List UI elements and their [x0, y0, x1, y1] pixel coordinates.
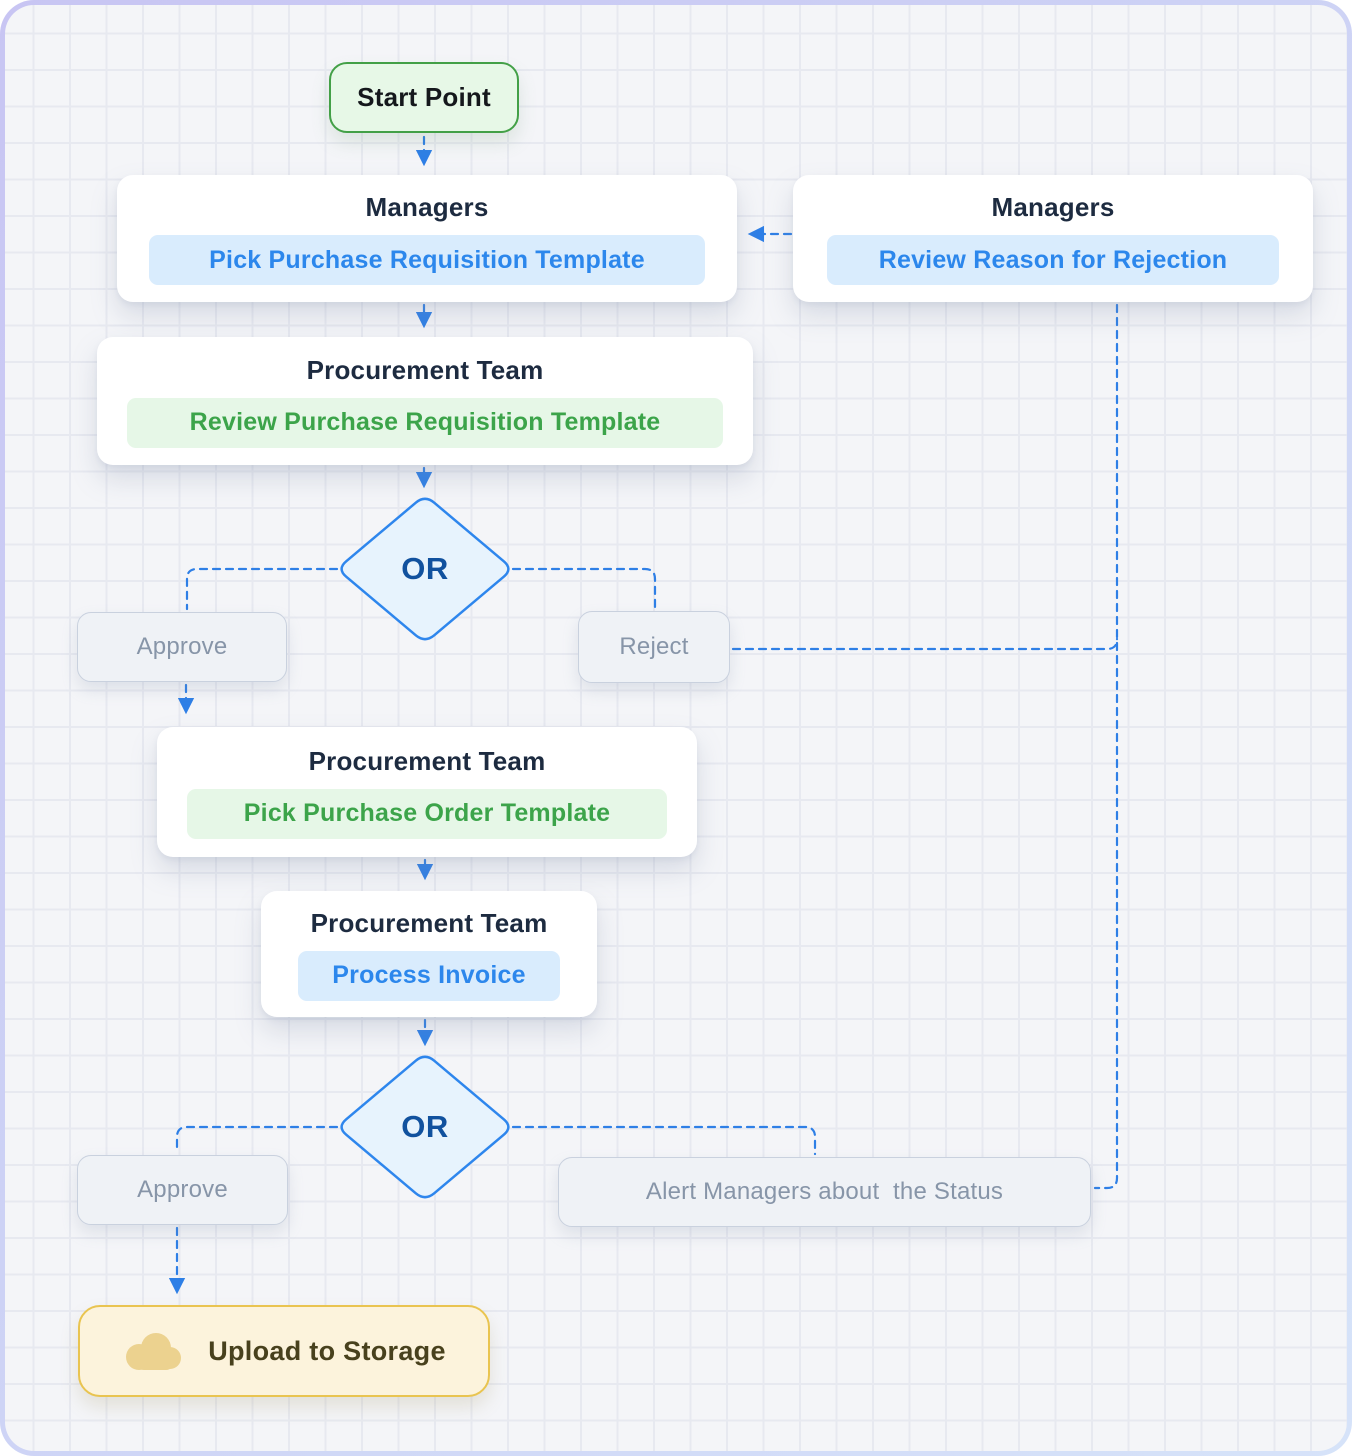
task-label: Review Reason for Rejection — [827, 235, 1279, 285]
or-text: OR — [401, 1109, 449, 1144]
task-label: Process Invoice — [298, 950, 560, 1001]
task-label: Pick Purchase Order Template — [187, 788, 667, 839]
decision-or-1-label: OR — [337, 495, 513, 643]
upload-label: Upload to Storage — [208, 1335, 446, 1366]
node-procurement-process-invoice[interactable]: Procurement Team Process Invoice — [261, 891, 597, 1017]
alert-managers-option[interactable]: Alert Managers about the Status — [558, 1157, 1091, 1227]
edge-or2-to-approve2 — [175, 1125, 339, 1154]
approve-option-2[interactable]: Approve — [77, 1155, 288, 1225]
node-title: Procurement Team — [308, 745, 546, 776]
node-title: Managers — [365, 192, 489, 222]
node-procurement-pick-order[interactable]: Procurement Team Pick Purchase Order Tem… — [157, 727, 697, 857]
approve-option-1[interactable]: Approve — [77, 612, 287, 682]
connector-lines — [168, 135, 1119, 1295]
start-point-label: Start Point — [357, 82, 491, 112]
approve-label: Approve — [137, 1176, 228, 1203]
edge-or1-to-reject — [511, 567, 657, 610]
node-procurement-review-template[interactable]: Procurement Team Review Purchase Requisi… — [97, 337, 753, 465]
alert-label: Alert Managers about the Status — [645, 1178, 1004, 1205]
task-label: Review Purchase Requisition Template — [127, 397, 723, 448]
edge-or2-to-alert — [511, 1125, 817, 1156]
node-title: Procurement Team — [310, 907, 548, 938]
reject-option[interactable]: Reject — [578, 611, 730, 683]
edge-or1-to-approve1 — [185, 567, 339, 611]
node-title: Procurement Team — [306, 354, 544, 385]
approve-label: Approve — [136, 633, 228, 660]
decision-or-2-label: OR — [337, 1053, 513, 1201]
reject-label: Reject — [619, 633, 689, 660]
node-start-point[interactable]: Start Point — [329, 62, 519, 133]
node-managers-review-rejection[interactable]: Managers Review Reason for Rejection — [793, 175, 1313, 302]
edge-review-rejection-vertical — [1093, 303, 1119, 1190]
decision-diamond-1[interactable] — [340, 497, 510, 641]
node-managers-pick-template[interactable]: Managers Pick Purchase Requisition Templ… — [117, 175, 737, 302]
cloud-icon — [126, 1333, 182, 1370]
flowchart-canvas: Start Point Managers Pick Purchase Requi… — [5, 5, 1347, 1451]
node-title: Managers — [991, 192, 1115, 222]
task-label: Pick Purchase Requisition Template — [149, 235, 705, 285]
edge-reject-to-review-rejection — [731, 637, 1119, 651]
node-upload-to-storage[interactable]: Upload to Storage — [78, 1305, 490, 1397]
or-text: OR — [401, 551, 449, 586]
decision-diamond-2[interactable] — [340, 1055, 510, 1199]
